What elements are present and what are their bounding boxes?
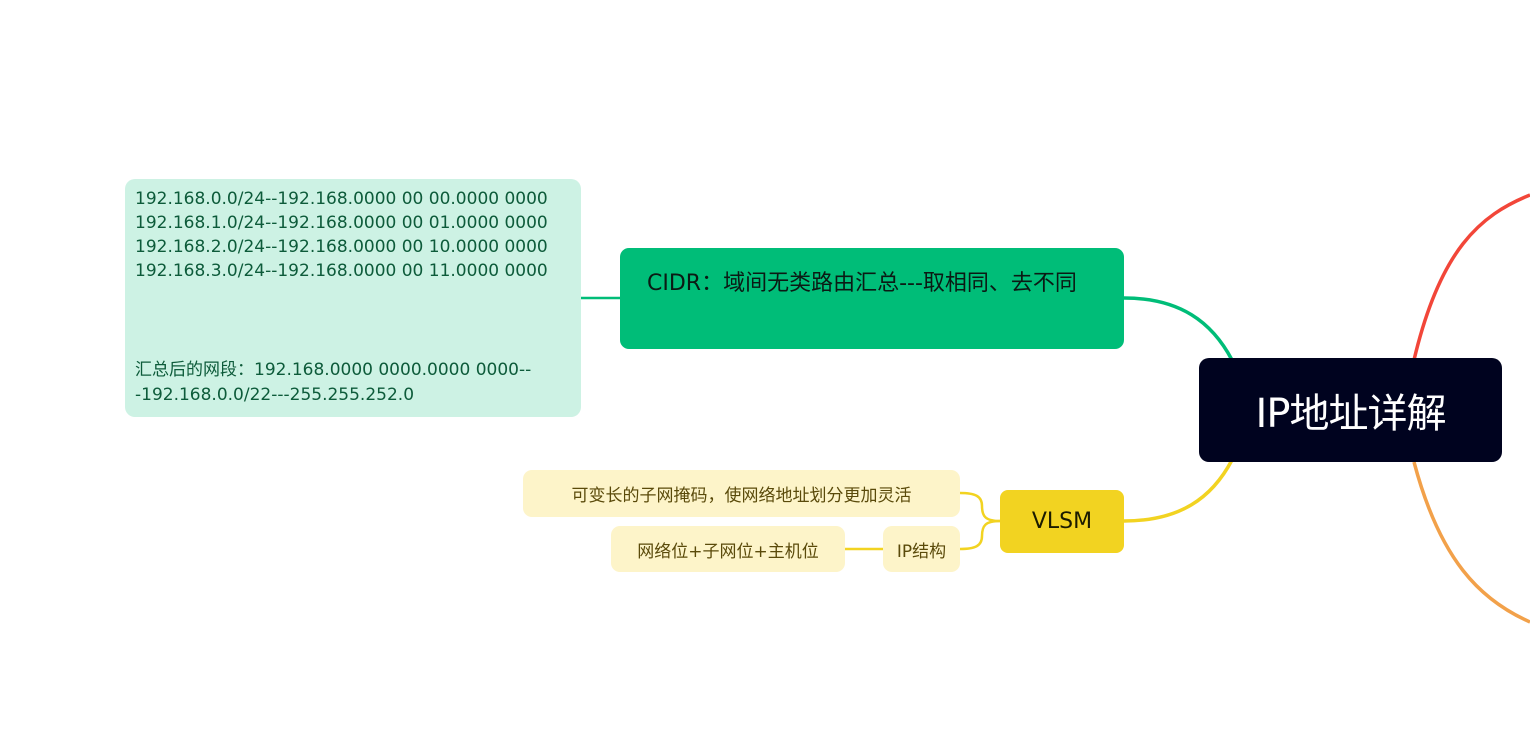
subtopic-ip-structure-detail-label: 网络位+子网位+主机位 bbox=[637, 541, 819, 562]
topic-cidr-label: CIDR：域间无类路由汇总---取相同、去不同 bbox=[647, 271, 1077, 296]
subtopic-vlsm-description-label: 可变长的子网掩码，使网络地址划分更加灵活 bbox=[571, 486, 912, 506]
connector-offscreen-bottom bbox=[1412, 461, 1530, 624]
topic-vlsm[interactable]: VLSM bbox=[1000, 490, 1124, 553]
topic-cidr[interactable]: CIDR：域间无类路由汇总---取相同、去不同 bbox=[620, 248, 1124, 349]
cidr-note-line: 192.168.3.0/24--192.168.0000 00 11.0000 … bbox=[135, 261, 548, 281]
connector-offscreen-top bbox=[1412, 193, 1530, 361]
central-topic[interactable]: IP地址详解 bbox=[1199, 358, 1502, 462]
connector-central-cidr bbox=[1123, 296, 1234, 361]
connector-central-vlsm bbox=[1123, 459, 1234, 523]
cidr-note[interactable]: 192.168.0.0/24--192.168.0000 00 00.0000 … bbox=[125, 179, 581, 417]
subtopic-ip-structure-label: IP结构 bbox=[896, 541, 947, 562]
central-topic-label: IP地址详解 bbox=[1255, 391, 1447, 437]
cidr-note-lines: 192.168.0.0/24--192.168.0000 00 00.0000 … bbox=[135, 187, 575, 283]
cidr-note-line: 192.168.1.0/24--192.168.0000 00 01.0000 … bbox=[135, 213, 548, 233]
topic-vlsm-label: VLSM bbox=[1031, 509, 1093, 534]
cidr-note-line: 192.168.0.0/24--192.168.0000 00 00.0000 … bbox=[135, 189, 548, 209]
connector-vlsm-desc bbox=[959, 491, 1001, 523]
subtopic-vlsm-description[interactable]: 可变长的子网掩码，使网络地址划分更加灵活 bbox=[523, 470, 960, 517]
cidr-note-summary: 汇总后的网段：192.168.0000 0000.0000 0000---192… bbox=[135, 360, 532, 405]
cidr-note-line: 192.168.2.0/24--192.168.0000 00 10.0000 … bbox=[135, 237, 548, 257]
subtopic-ip-structure-detail[interactable]: 网络位+子网位+主机位 bbox=[611, 526, 845, 572]
subtopic-ip-structure[interactable]: IP结构 bbox=[883, 526, 960, 572]
connector-vlsm-ipstruct bbox=[959, 519, 1001, 551]
